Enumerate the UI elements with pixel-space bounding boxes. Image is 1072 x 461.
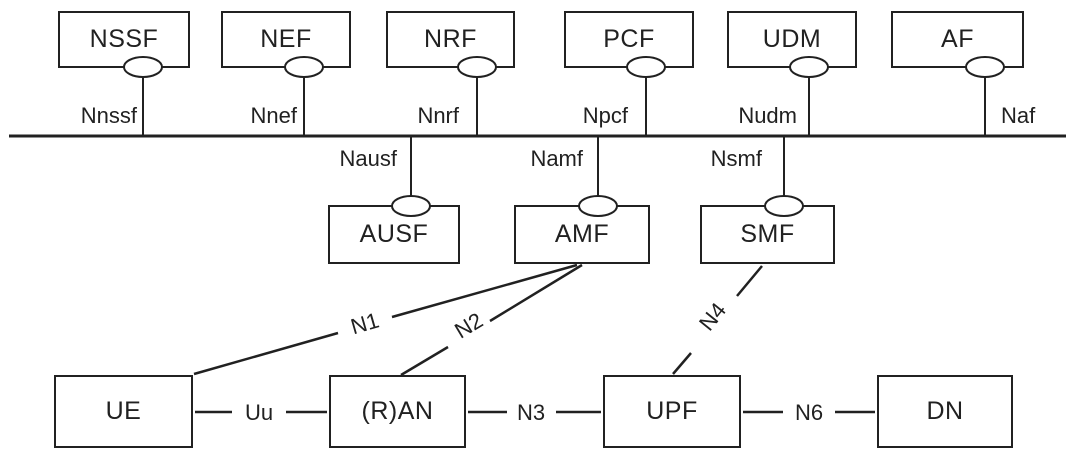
node-udm-label: UDM [762, 25, 822, 53]
node-nrf: NRF [386, 11, 515, 68]
node-amf-label: AMF [554, 220, 610, 248]
node-ue-label: UE [105, 397, 142, 425]
refpoint-label-uu: Uu [244, 399, 274, 425]
node-af: AF [891, 11, 1024, 68]
node-nef: NEF [221, 11, 351, 68]
node-nssf: NSSF [58, 11, 190, 68]
node-smf: SMF [700, 205, 835, 264]
node-ran-label: (R)AN [361, 397, 434, 425]
node-nssf-label: NSSF [89, 25, 159, 53]
interface-label-nausf: Nausf [339, 146, 397, 171]
interface-label-namf: Namf [530, 146, 583, 171]
interface-label-nnrf: Nnrf [417, 103, 459, 128]
node-ausf-label: AUSF [359, 220, 429, 248]
refpoint-label-n6: N6 [794, 399, 824, 425]
node-smf-label: SMF [740, 220, 795, 248]
node-ue: UE [54, 375, 193, 448]
n1-link-line [193, 331, 339, 376]
n1-link-line [391, 263, 578, 319]
node-pcf: PCF [564, 11, 694, 68]
n2-link-line [489, 263, 583, 323]
interface-label-nudm: Nudm [738, 103, 797, 128]
refpoint-label-n1: N1 [347, 307, 382, 340]
node-udm: UDM [727, 11, 857, 68]
interface-label-nnssf: Nnssf [80, 103, 137, 128]
node-ran: (R)AN [329, 375, 466, 448]
n2-link-line [400, 345, 449, 377]
interface-label-nsmf: Nsmf [710, 146, 762, 171]
interface-label-npcf: Npcf [582, 103, 628, 128]
n4-link-line [736, 265, 763, 297]
node-amf: AMF [514, 205, 650, 264]
node-dn-label: DN [926, 397, 964, 425]
node-af-label: AF [941, 25, 974, 53]
refpoint-label-n4: N4 [693, 297, 732, 336]
node-upf-label: UPF [646, 397, 698, 425]
refpoint-label-n2: N2 [450, 307, 488, 344]
node-ausf: AUSF [328, 205, 460, 264]
node-upf: UPF [603, 375, 741, 448]
node-nrf-label: NRF [424, 25, 477, 53]
refpoint-label-n3: N3 [516, 399, 546, 425]
n4-link-line [672, 352, 692, 375]
node-pcf-label: PCF [603, 25, 655, 53]
interface-label-nnef: Nnef [250, 103, 297, 128]
node-dn: DN [877, 375, 1013, 448]
interface-label-naf: Naf [1001, 103, 1036, 128]
node-nef-label: NEF [260, 25, 312, 53]
